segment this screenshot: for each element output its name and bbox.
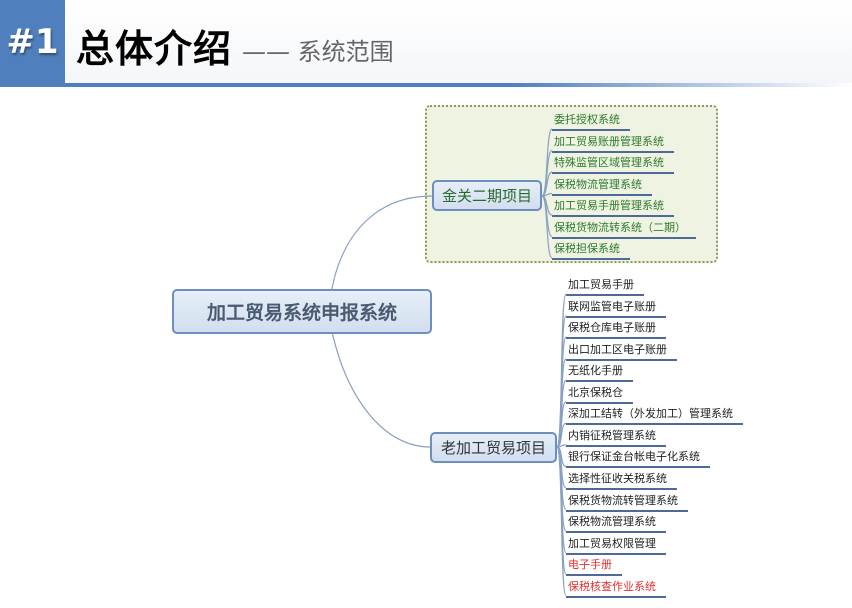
leaf-item[interactable]: 保税核查作业系统 (566, 579, 666, 598)
leaf-item[interactable]: 出口加工区电子账册 (566, 342, 677, 361)
leaf-item[interactable]: 保税物流管理系统 (552, 177, 652, 196)
branch-node-legacy[interactable]: 老加工贸易项目 (430, 432, 557, 463)
leaf-item[interactable]: 保税货物流转管理系统 (566, 493, 688, 512)
leaf-item[interactable]: 保税仓库电子账册 (566, 320, 666, 340)
section-number: #1 (0, 0, 65, 84)
leaf-item[interactable]: 保税担保系统 (552, 241, 630, 260)
page-title: 总体介绍 (76, 27, 233, 71)
leaf-item[interactable]: 特殊监管区域管理系统 (552, 155, 674, 174)
header-bar (0, 0, 852, 84)
leaf-connector (556, 422, 567, 448)
leaf-item[interactable]: 加工贸易手册 (566, 277, 644, 296)
leaf-item[interactable]: 银行保证金台帐电子化系统 (566, 449, 710, 469)
leaf-item[interactable]: 联网监管电子账册 (566, 299, 666, 318)
connector-root-branch1 (329, 195, 433, 301)
branch1-connectors (541, 128, 553, 259)
leaf-item[interactable]: 选择性征收关税系统 (566, 471, 677, 490)
leaf-connector (541, 171, 553, 197)
leaf-item[interactable]: 电子手册 (566, 557, 622, 577)
page-subtitle: —— 系统范围 (242, 38, 394, 66)
header-divider (0, 83, 852, 87)
leaf-connector (556, 446, 567, 597)
leaf-item[interactable]: 无纸化手册 (566, 363, 633, 383)
leaf-item[interactable]: 加工贸易账册管理系统 (552, 134, 674, 153)
leaf-item[interactable]: 北京保税仓 (566, 385, 633, 404)
leaf-item[interactable]: 保税货物流转系统（二期） (552, 220, 696, 239)
leaf-connector (541, 195, 553, 259)
branch2-connectors (556, 293, 567, 597)
connector-root-branch2 (329, 321, 431, 448)
branch-node-jinguan[interactable]: 金关二期项目 (432, 180, 542, 211)
leaf-item[interactable]: 保税物流管理系统 (566, 514, 666, 534)
leaf-item[interactable]: 深加工结转（外发加工）管理系统 (566, 406, 743, 426)
leaf-item[interactable]: 加工贸易权限管理 (566, 536, 666, 555)
leaf-item[interactable]: 加工贸易手册管理系统 (552, 198, 674, 217)
leaf-item[interactable]: 内销征税管理系统 (566, 428, 666, 447)
leaf-item[interactable]: 委托授权系统 (552, 112, 630, 131)
root-node[interactable]: 加工贸易系统申报系统 (172, 289, 432, 334)
